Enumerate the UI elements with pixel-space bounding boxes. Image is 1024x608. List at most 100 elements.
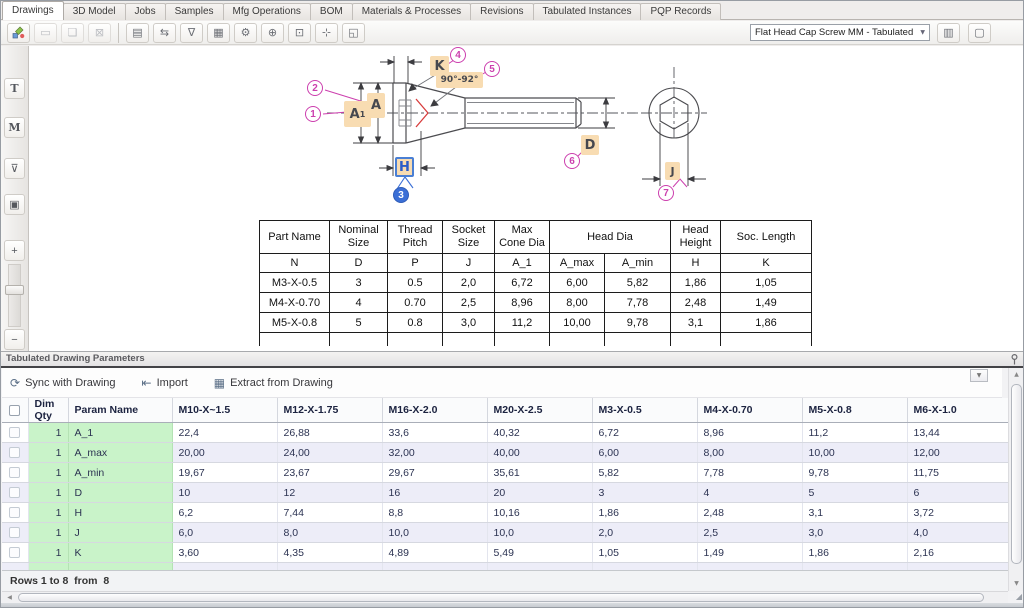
dim-label-nominal-size[interactable]: D bbox=[581, 135, 599, 155]
column-header-m10-x-1-5[interactable]: M10-X~1.5 bbox=[172, 398, 278, 423]
balloon-2[interactable]: 2 bbox=[307, 80, 323, 96]
dim-qty-cell[interactable]: 1 bbox=[28, 522, 69, 543]
select-all-header[interactable] bbox=[2, 398, 29, 423]
value-cell[interactable]: 13,44 bbox=[907, 422, 1008, 443]
tab-3d-model[interactable]: 3D Model bbox=[62, 3, 126, 20]
value-cell[interactable]: 23,67 bbox=[277, 462, 383, 483]
report-view-icon[interactable]: ▥ bbox=[937, 22, 960, 43]
value-cell[interactable]: 10 bbox=[172, 482, 278, 503]
select-all-checkbox[interactable] bbox=[9, 404, 21, 416]
column-header-m5-x-0-8[interactable]: M5-X-0.8 bbox=[802, 398, 908, 423]
value-cell[interactable]: 6 bbox=[907, 482, 1008, 503]
value-cell[interactable]: 9,78 bbox=[802, 462, 908, 483]
value-cell[interactable]: 26,88 bbox=[277, 422, 383, 443]
value-cell[interactable]: 8,0 bbox=[277, 522, 383, 543]
scroll-down-icon[interactable]: ▼ bbox=[1014, 580, 1019, 587]
param-name-cell[interactable]: A_min bbox=[68, 462, 173, 483]
value-cell[interactable]: 1,86 bbox=[592, 502, 698, 523]
balloon-4[interactable]: 4 bbox=[450, 47, 466, 63]
import-drawing-icon[interactable] bbox=[7, 22, 30, 43]
value-cell[interactable]: 2,5 bbox=[697, 522, 803, 543]
value-cell[interactable]: 24,00 bbox=[277, 442, 383, 463]
swap-arrows-icon[interactable]: ⇆ bbox=[153, 22, 176, 43]
value-cell[interactable]: 35,61 bbox=[487, 462, 593, 483]
value-cell[interactable]: 2,16 bbox=[907, 542, 1008, 563]
tab-materials-processes[interactable]: Materials & Processes bbox=[351, 3, 472, 20]
value-cell[interactable]: 11,75 bbox=[907, 462, 1008, 483]
tab-bom[interactable]: BOM bbox=[309, 3, 353, 20]
value-cell[interactable]: 8,96 bbox=[697, 422, 803, 443]
value-cell[interactable]: 10,0 bbox=[382, 522, 488, 543]
resize-grip-icon[interactable]: ◢ bbox=[1015, 592, 1022, 601]
dim-qty-cell[interactable]: 1 bbox=[28, 442, 69, 463]
row-checkbox[interactable] bbox=[9, 467, 21, 478]
value-cell[interactable]: 5,49 bbox=[487, 542, 593, 563]
value-cell[interactable]: 22,4 bbox=[172, 422, 278, 443]
row-checkbox[interactable] bbox=[9, 527, 21, 538]
window-view-icon[interactable]: ▢ bbox=[968, 22, 991, 43]
column-header-m12-x-1-75[interactable]: M12-X-1.75 bbox=[277, 398, 383, 423]
value-cell[interactable]: 33,6 bbox=[382, 422, 488, 443]
value-cell[interactable]: 32,00 bbox=[382, 442, 488, 463]
dim-label-socket-length[interactable]: K bbox=[430, 56, 449, 76]
dim-label-socket-size[interactable]: J bbox=[665, 162, 680, 180]
scroll-up-icon[interactable]: ▲ bbox=[1014, 371, 1019, 378]
balloon-6[interactable]: 6 bbox=[564, 153, 580, 169]
zoom-out-button[interactable]: − bbox=[4, 329, 25, 350]
vertical-scrollbar[interactable]: ▲ ▼ bbox=[1008, 368, 1023, 591]
rectangle-icon[interactable]: ▭ bbox=[34, 22, 57, 43]
pan-view-icon[interactable]: ⊹ bbox=[315, 22, 338, 43]
zoom-in-icon[interactable]: ⊕ bbox=[261, 22, 284, 43]
value-cell[interactable]: 1,05 bbox=[592, 542, 698, 563]
dim-qty-cell[interactable]: 1 bbox=[28, 542, 69, 563]
extract-from-drawing-button[interactable]: ▦Extract from Drawing bbox=[214, 376, 333, 390]
dim-label-cone-angle[interactable]: 90°-92° bbox=[436, 72, 483, 88]
tab-samples[interactable]: Samples bbox=[164, 3, 224, 20]
measure-tool-icon[interactable]: ⊽ bbox=[4, 158, 25, 179]
value-cell[interactable]: 20 bbox=[487, 482, 593, 503]
import-button[interactable]: ⇤Import bbox=[142, 376, 188, 390]
stamp-tool-icon[interactable]: ▣ bbox=[4, 194, 25, 215]
horizontal-scroll-thumb[interactable] bbox=[18, 593, 984, 602]
dim-qty-cell[interactable]: 1 bbox=[28, 482, 69, 503]
grid-icon[interactable]: ▦ bbox=[207, 22, 230, 43]
dim-qty-cell[interactable]: 1 bbox=[28, 422, 69, 443]
settings-gear-icon[interactable]: ⚙ bbox=[234, 22, 257, 43]
value-cell[interactable]: 1,49 bbox=[697, 542, 803, 563]
value-cell[interactable]: 2,0 bbox=[592, 522, 698, 543]
balloon-1[interactable]: 1 bbox=[305, 106, 321, 122]
value-cell[interactable]: 5 bbox=[802, 482, 908, 503]
column-header-param-name[interactable]: Param Name bbox=[68, 398, 173, 423]
column-header-m20-x-2-5[interactable]: M20-X-2.5 bbox=[487, 398, 593, 423]
param-name-cell[interactable]: A_1 bbox=[68, 422, 173, 443]
dim-qty-cell[interactable]: 1 bbox=[28, 462, 69, 483]
dim-qty-cell[interactable]: 1 bbox=[28, 502, 69, 523]
value-cell[interactable]: 19,67 bbox=[172, 462, 278, 483]
value-cell[interactable]: 20,00 bbox=[172, 442, 278, 463]
value-cell[interactable]: 10,00 bbox=[802, 442, 908, 463]
note-icon[interactable]: ▤ bbox=[126, 22, 149, 43]
param-name-cell[interactable]: D bbox=[68, 482, 173, 503]
tab-revisions[interactable]: Revisions bbox=[470, 3, 534, 20]
value-cell[interactable]: 10,16 bbox=[487, 502, 593, 523]
value-cell[interactable]: 5,82 bbox=[592, 462, 698, 483]
param-name-cell[interactable]: H bbox=[68, 502, 173, 523]
fullscreen-icon[interactable]: ◱ bbox=[342, 22, 365, 43]
row-checkbox[interactable] bbox=[9, 487, 21, 498]
delete-icon[interactable]: ⊠ bbox=[88, 22, 111, 43]
vertical-scroll-thumb[interactable] bbox=[1011, 384, 1022, 564]
value-cell[interactable]: 2,48 bbox=[697, 502, 803, 523]
text-tool-icon[interactable]: T bbox=[4, 78, 25, 99]
value-cell[interactable]: 3,1 bbox=[802, 502, 908, 523]
param-name-cell[interactable]: K bbox=[68, 542, 173, 563]
row-checkbox[interactable] bbox=[9, 427, 21, 438]
value-cell[interactable]: 3,72 bbox=[907, 502, 1008, 523]
value-cell[interactable]: 6,00 bbox=[592, 442, 698, 463]
column-header-m4-x-0-70[interactable]: M4-X-0.70 bbox=[697, 398, 803, 423]
tab-drawings[interactable]: Drawings bbox=[2, 1, 64, 20]
